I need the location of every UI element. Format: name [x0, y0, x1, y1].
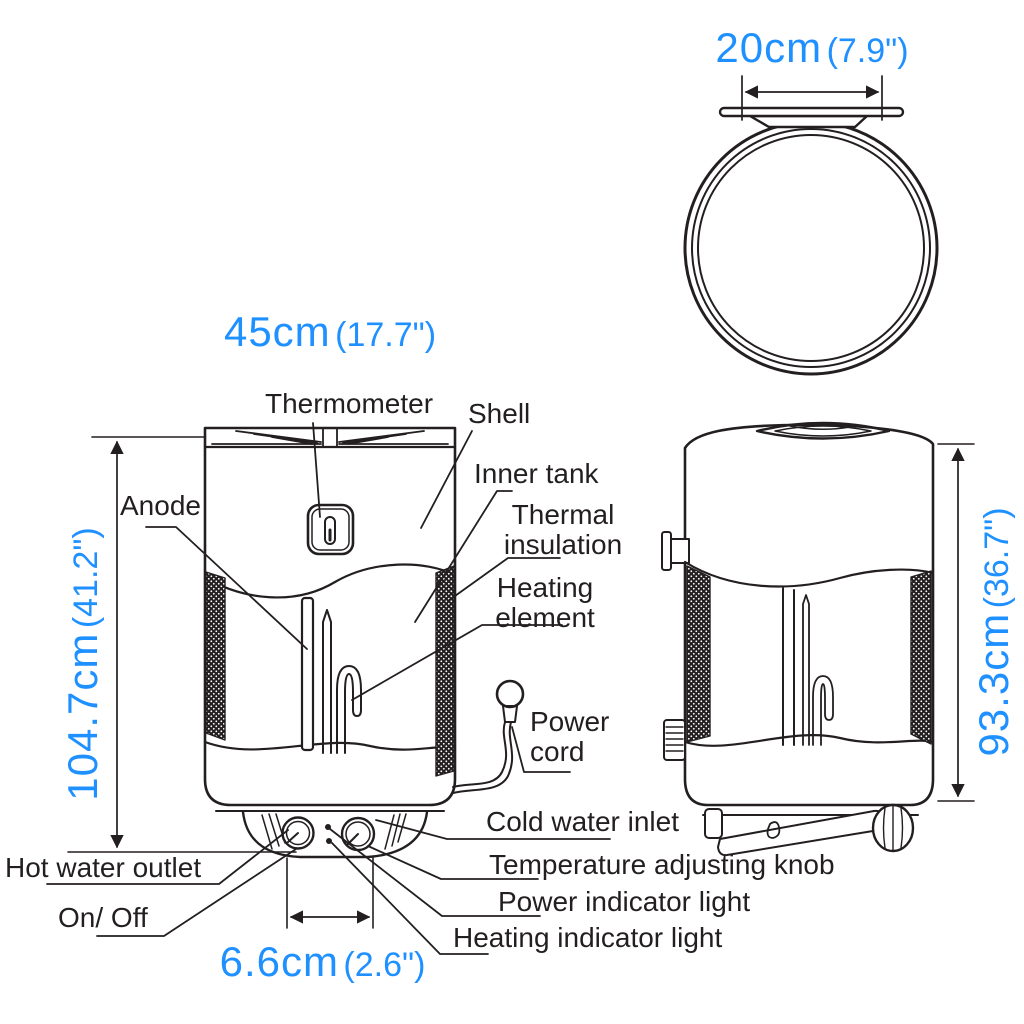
dimension-side-height: 93.3cm (36.7"): [970, 482, 1018, 782]
side-view-drawing: [661, 421, 975, 857]
label-shell: Shell: [468, 398, 531, 429]
label-thermometer: Thermometer: [265, 388, 434, 419]
label-heating-indicator-light: Heating indicator light: [453, 922, 723, 953]
label-on-off: On/ Off: [58, 902, 148, 933]
dimension-outlet-spacing-value: 6.6cm: [219, 938, 339, 985]
label-heating-element-line1: Heating: [496, 572, 594, 603]
label-thermal-insulation-line2: insulation: [503, 529, 623, 560]
dimension-top-diameter: 20cm (7.9"): [687, 24, 937, 72]
leader-lines: [46, 422, 611, 955]
label-thermal-insulation: Thermal insulation: [496, 500, 630, 560]
label-temperature-adjusting-knob: Temperature adjusting knob: [489, 849, 835, 880]
label-thermal-insulation-line1: Thermal: [511, 499, 615, 530]
dimension-front-height: 104.7cm (41.2"): [59, 504, 107, 824]
label-cold-water-inlet: Cold water inlet: [486, 806, 679, 837]
label-inner-tank: Inner tank: [474, 458, 599, 489]
dimension-top-diameter-value: 20cm: [715, 24, 823, 71]
label-hot-water-outlet: Hot water outlet: [5, 852, 202, 883]
heating-element-drawing: [322, 609, 362, 754]
dimension-outlet-spacing-inches: (2.6"): [343, 946, 426, 984]
label-power-cord-line1: Power: [530, 706, 610, 737]
dimension-front-width-value: 45cm: [223, 308, 331, 355]
dimension-front-height-value: 104.7cm: [59, 632, 106, 801]
dimension-outlet-spacing: 6.6cm (2.6"): [200, 938, 445, 986]
dimension-side-height-inches: (36.7"): [978, 507, 1016, 609]
anode-drawing: [300, 596, 315, 752]
label-heating-element: Heating element: [486, 573, 604, 633]
dimension-front-width: 45cm (17.7"): [200, 308, 460, 356]
heating-indicator-dot: [326, 838, 332, 844]
label-power-indicator-light: Power indicator light: [498, 886, 751, 917]
label-power-cord-line2: cord: [530, 736, 585, 767]
label-anode: Anode: [120, 490, 201, 521]
dimension-side-height-value: 93.3cm: [970, 612, 1017, 757]
label-heating-element-line2: element: [495, 602, 595, 633]
thermometer-drawing: [306, 503, 355, 556]
power-cord-drawing: [452, 679, 525, 794]
front-view-drawing: [67, 426, 525, 929]
dimension-top-diameter-inches: (7.9"): [826, 32, 909, 70]
dimension-front-width-inches: (17.7"): [335, 316, 437, 354]
label-power-cord: Power cord: [530, 707, 609, 767]
thermal-insulation-drawing: [205, 565, 455, 777]
control-panel-drawing: [241, 810, 429, 859]
dimension-front-height-inches: (41.2"): [67, 527, 105, 629]
top-view-drawing: [683, 75, 939, 376]
